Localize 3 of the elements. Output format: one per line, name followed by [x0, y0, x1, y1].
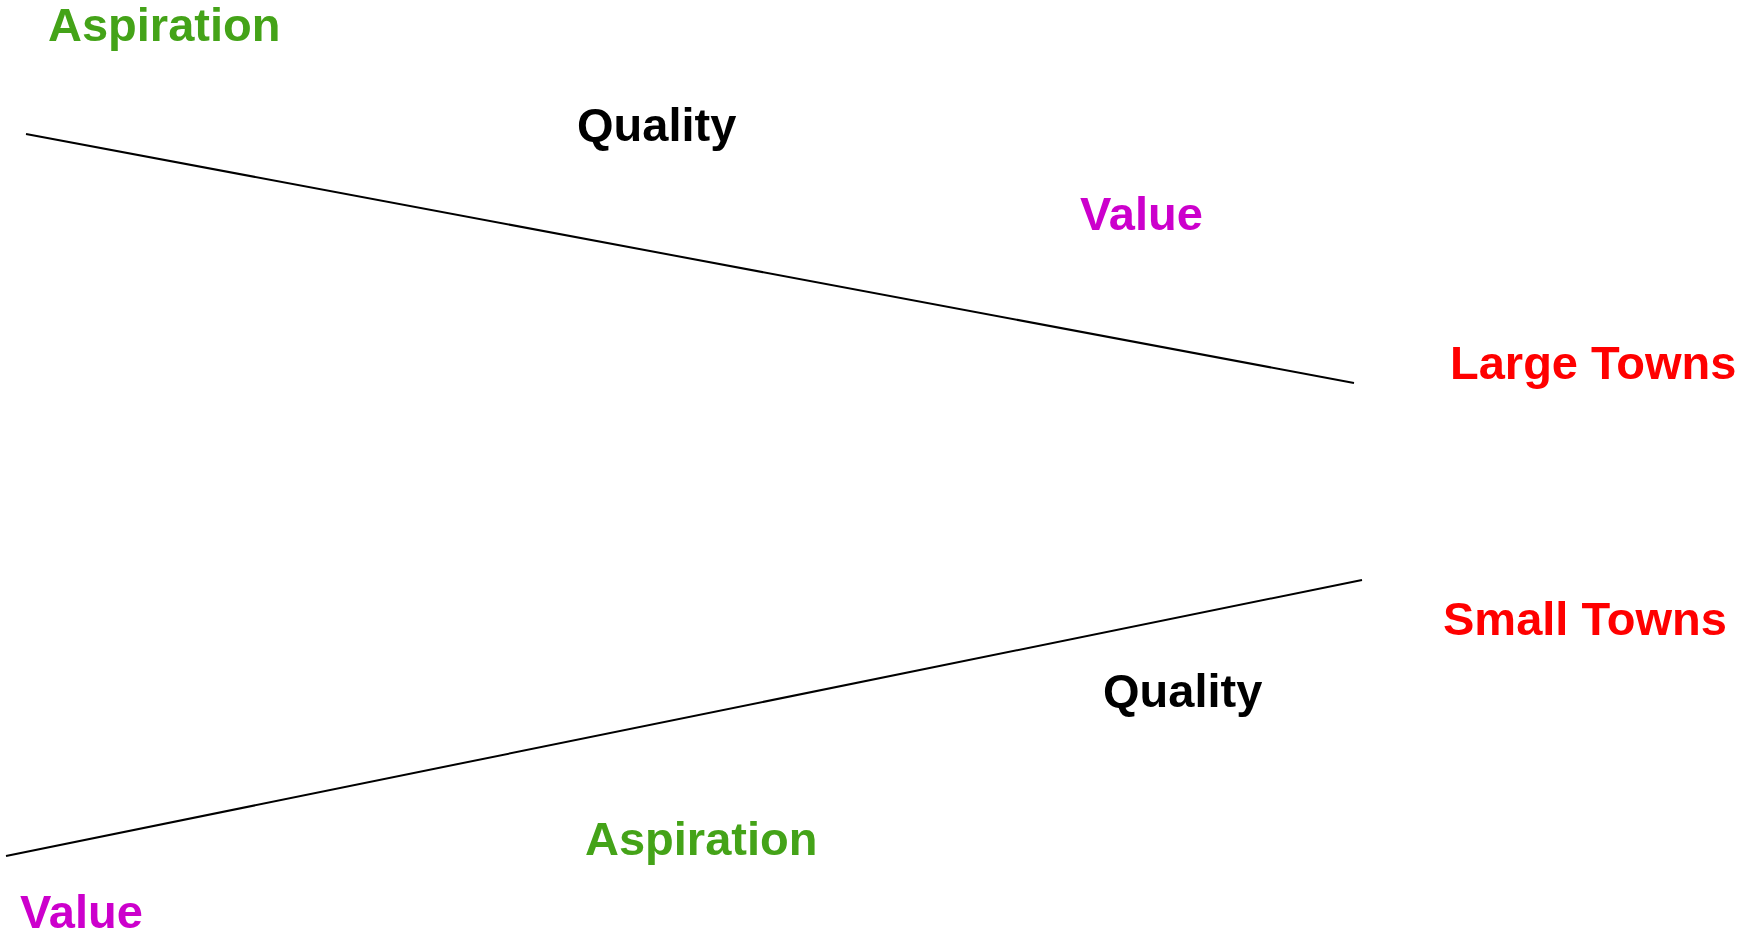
axis-label: Small Towns [1443, 594, 1727, 642]
axis-label: Value [1080, 189, 1203, 237]
axis-label: Value [20, 887, 143, 933]
